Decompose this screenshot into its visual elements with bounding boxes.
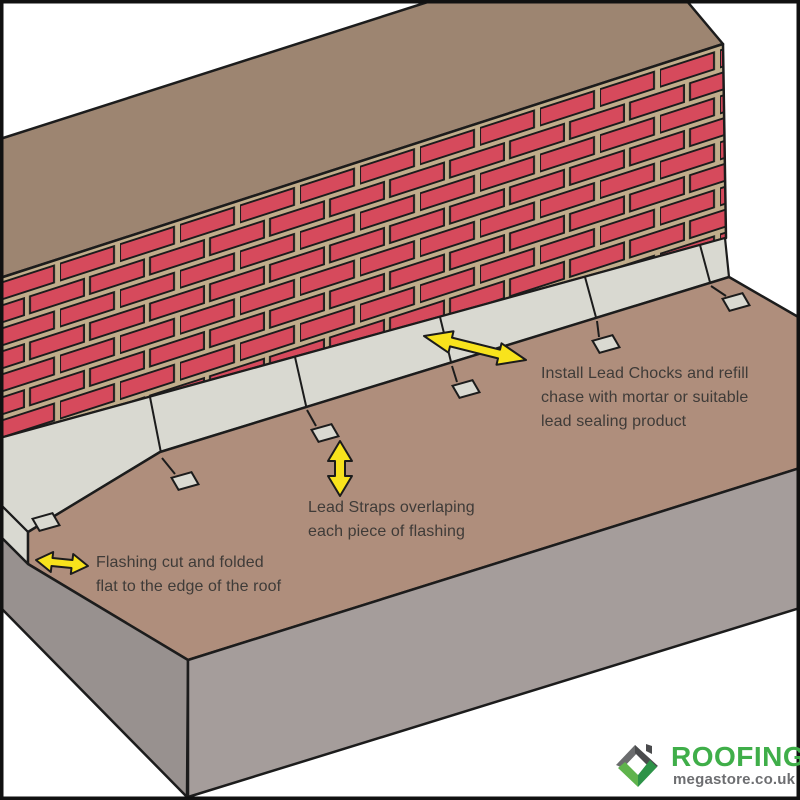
- roofing-megastore-logo: ROOFING megastore.co.uk: [612, 742, 800, 788]
- roof-slab-front-face: [186, 466, 800, 799]
- straps-double-arrow-icon: [327, 440, 353, 497]
- strap-connectors: [161, 285, 727, 475]
- logo-chimney: [646, 744, 652, 754]
- logo-roof-left: [616, 745, 640, 768]
- annotation-lead-straps: Lead Straps overlaping each piece of fla…: [308, 499, 475, 540]
- logo-check-right: [638, 760, 657, 787]
- flashing-double-arrow-icon: [35, 551, 89, 575]
- annotation-install-chocks: Install Lead Chocks and refill chase wit…: [541, 365, 749, 430]
- logo-brand-text: ROOFING: [671, 741, 800, 772]
- logo-check-left: [618, 762, 638, 787]
- chase-double-arrow-icon: [423, 330, 527, 366]
- logo-house-icon: [616, 744, 658, 787]
- wall-top-surface: [0, 0, 725, 280]
- logo-domain-text: megastore.co.uk: [673, 771, 796, 788]
- annotation-flashing-fold: Flashing cut and folded flat to the edge…: [96, 554, 282, 595]
